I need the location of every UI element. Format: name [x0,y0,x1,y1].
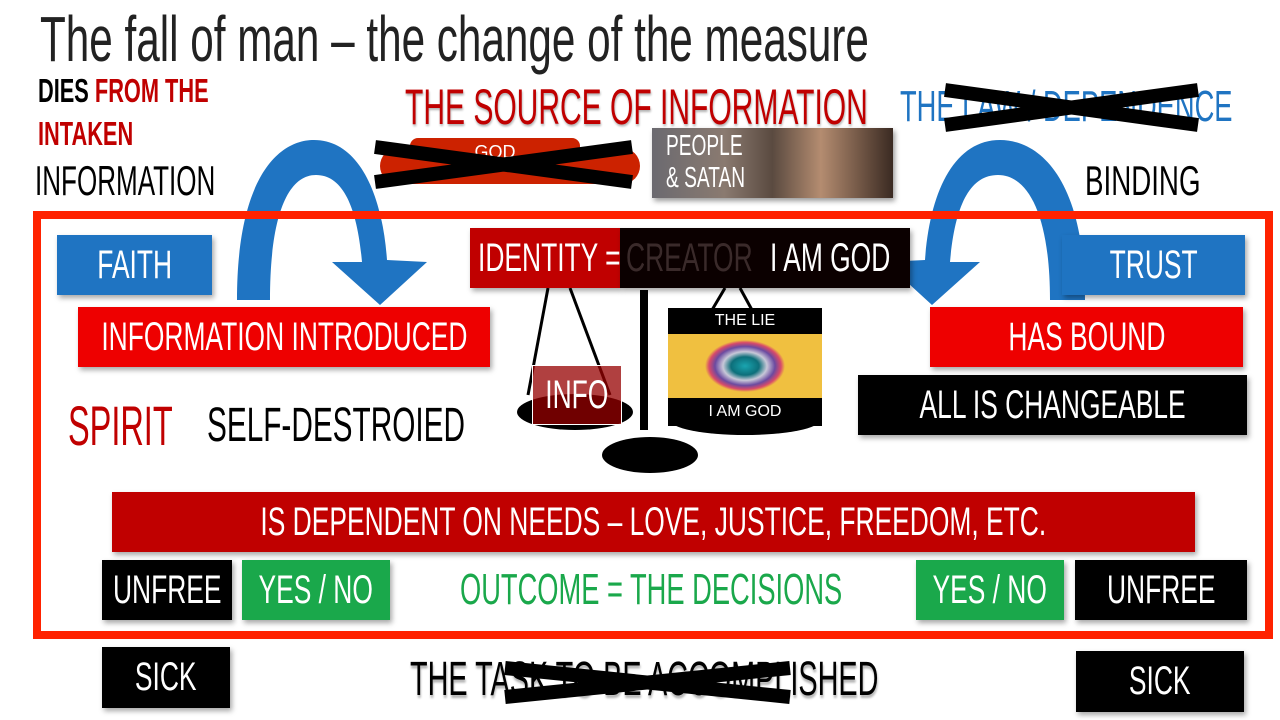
dies-from-the: DIES FROM THE [38,72,297,110]
task-text-crossed: THE TASK TO BE ACCOMPLISHED [410,653,879,706]
sick-right-box: SICK [1076,651,1244,712]
identity-box: IDENTITY = [470,228,620,288]
red-frame [33,211,1273,639]
lie-i-am-god-label: I AM GOD [708,403,782,420]
people-satan-label: PEOPLE& SATAN [666,130,746,194]
i-am-god-text: I AM GOD [770,236,891,280]
has-bound-box: HAS BOUND [930,307,1243,367]
people-satan-image: PEOPLE& SATAN [652,128,893,198]
cross-out-law-icon [944,83,1199,132]
source-of-information: THE SOURCE OF INFORMATION [405,79,868,135]
creator-faded-text: CREATOR [626,236,753,280]
dies-text: DIES [38,72,89,109]
yes-no-right-box: YES / NO [916,560,1064,620]
the-lie-image: THE LIE I AM GOD [668,308,822,426]
intaken-text: INTAKEN [38,115,134,152]
i-am-god-box: CREATOR I AM GOD [620,228,910,288]
binding-text: BINDING [1085,157,1201,204]
eye-icon [668,334,822,398]
from-the-text: FROM THE [94,72,209,109]
outcome-text: OUTCOME = THE DECISIONS [460,565,843,614]
the-lie-label: THE LIE [714,312,776,329]
self-destroied-text: SELF-DESTROIED [207,399,465,452]
all-is-changeable-box: ALL IS CHANGEABLE [858,375,1247,435]
unfree-left-box: UNFREE [102,560,232,620]
information-text: INFORMATION [35,157,216,204]
unfree-right-box: UNFREE [1075,560,1247,620]
trust-box: TRUST [1062,235,1245,295]
left-curved-arrow-icon [237,140,427,305]
faith-box: FAITH [57,235,212,295]
slide-title: The fall of man – the change of the meas… [40,3,869,75]
info-box: INFO [532,365,622,425]
information-introduced-box: INFORMATION INTRODUCED [78,307,490,367]
cross-out-god-icon [374,140,633,189]
right-curved-arrow-icon [885,140,1085,305]
sick-left-box: SICK [102,647,230,708]
dependent-on-needs-bar: IS DEPENDENT ON NEEDS – LOVE, JUSTICE, F… [112,492,1195,552]
yes-no-left-box: YES / NO [242,560,390,620]
spirit-text: SPIRIT [68,394,173,457]
